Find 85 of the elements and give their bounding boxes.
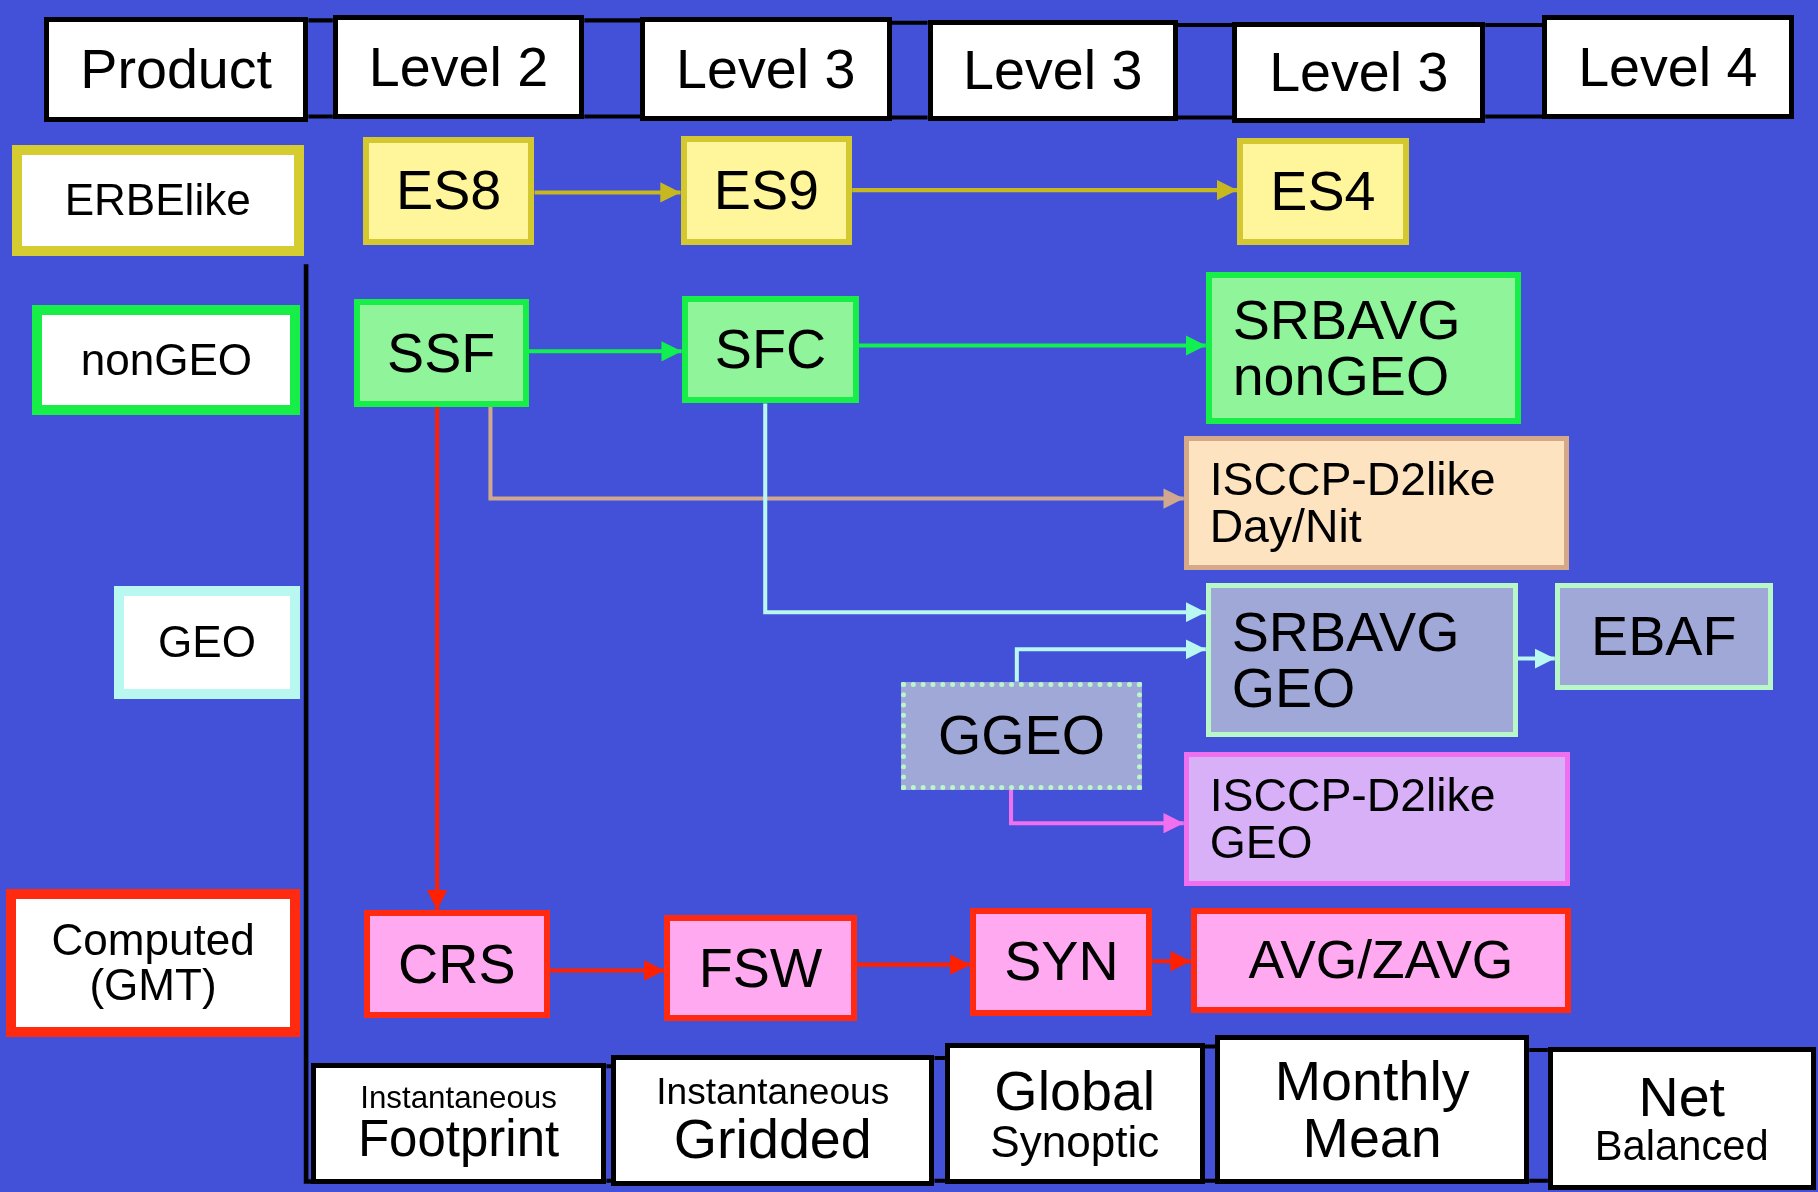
box-label: SSF (386, 324, 497, 382)
column-footer (310, 1063, 607, 1184)
connector-line (582, 18, 643, 119)
connector-line (1483, 23, 1545, 119)
column-header (1232, 22, 1486, 123)
product-box (1237, 137, 1409, 245)
connector-line (1527, 1047, 1550, 1183)
row-label-box (113, 585, 301, 700)
box-label: Level 2 (367, 38, 550, 96)
column-header (1542, 15, 1794, 120)
arrow (426, 406, 448, 911)
box-label: SRBAVG GEO (1231, 603, 1461, 718)
row-label-box (11, 144, 304, 257)
product-box (970, 907, 1153, 1016)
arrow (528, 341, 682, 362)
box-label: SFC (713, 321, 828, 378)
product-box (1190, 907, 1571, 1014)
box-label: ERBElike (63, 178, 252, 224)
product-box (364, 910, 550, 1018)
box-label: Level 3 (1268, 44, 1450, 101)
box-label: Level 4 (1577, 38, 1759, 96)
product-box (353, 299, 529, 407)
box-label: SYN (1003, 933, 1120, 991)
box-label: EBAF (1590, 608, 1738, 665)
box-label: nonGEO (79, 337, 254, 383)
box-label: Level 3 (962, 41, 1144, 99)
box-label: Instantaneous (359, 1081, 558, 1114)
column-header (640, 17, 892, 121)
box-label: Product (79, 41, 274, 98)
box-label: Monthly Mean (1273, 1052, 1471, 1167)
product-box (664, 914, 857, 1022)
arrow (549, 960, 665, 981)
box-label: ES9 (712, 161, 820, 219)
arrow (534, 182, 681, 203)
column-header (44, 17, 309, 122)
connector-line (306, 18, 335, 119)
box-label: CRS (397, 935, 517, 993)
column-footer (944, 1043, 1205, 1184)
connector-line (889, 20, 930, 120)
connector-line (1175, 23, 1235, 120)
box-label: Footprint (356, 1113, 561, 1166)
product-box (681, 295, 860, 404)
arrow (859, 335, 1206, 356)
column-footer (1215, 1035, 1530, 1184)
arrow (1152, 951, 1191, 972)
column-header (332, 15, 585, 120)
product-box (1205, 272, 1522, 425)
box-label: ES4 (1269, 162, 1377, 220)
box-label: Balanced (1593, 1125, 1770, 1168)
box-label: Gridded (672, 1111, 873, 1168)
column-footer (1547, 1046, 1816, 1190)
box-label: FSW (697, 939, 824, 997)
arrow (856, 954, 971, 975)
connector-line (932, 1056, 947, 1183)
product-box (362, 136, 535, 245)
box-label: GGEO (936, 707, 1106, 765)
product-box (900, 681, 1143, 790)
arrow (1014, 639, 1206, 682)
box-label: ISCCP-D2like Day/Nit (1209, 455, 1497, 551)
product-box (680, 135, 853, 245)
arrow (1009, 789, 1184, 834)
box-label: SRBAVG nonGEO (1232, 291, 1462, 406)
box-label: Computed (GMT) (50, 917, 256, 1008)
box-label: Level 3 (675, 40, 857, 98)
connector-line (1202, 1044, 1218, 1183)
box-label: AVG/ZAVG (1247, 933, 1515, 988)
row-label-box (5, 889, 301, 1037)
product-box (1183, 435, 1569, 571)
product-box (1554, 583, 1773, 690)
box-label: GEO (157, 619, 257, 665)
product-box (1183, 752, 1570, 886)
column-header (927, 19, 1178, 121)
arrow (763, 403, 1206, 623)
box-label: Synoptic (989, 1119, 1161, 1165)
box-label: ES8 (395, 162, 503, 220)
arrow (852, 180, 1238, 201)
box-label: Instantaneous (655, 1073, 891, 1112)
arrow (488, 406, 1184, 509)
column-footer (611, 1055, 935, 1187)
arrow (1517, 648, 1555, 669)
box-label: ISCCP-D2like GEO (1209, 771, 1497, 867)
box-label: Global (993, 1062, 1157, 1120)
box-label: Net (1637, 1068, 1727, 1126)
product-box (1205, 583, 1518, 738)
row-label-box (32, 304, 301, 416)
